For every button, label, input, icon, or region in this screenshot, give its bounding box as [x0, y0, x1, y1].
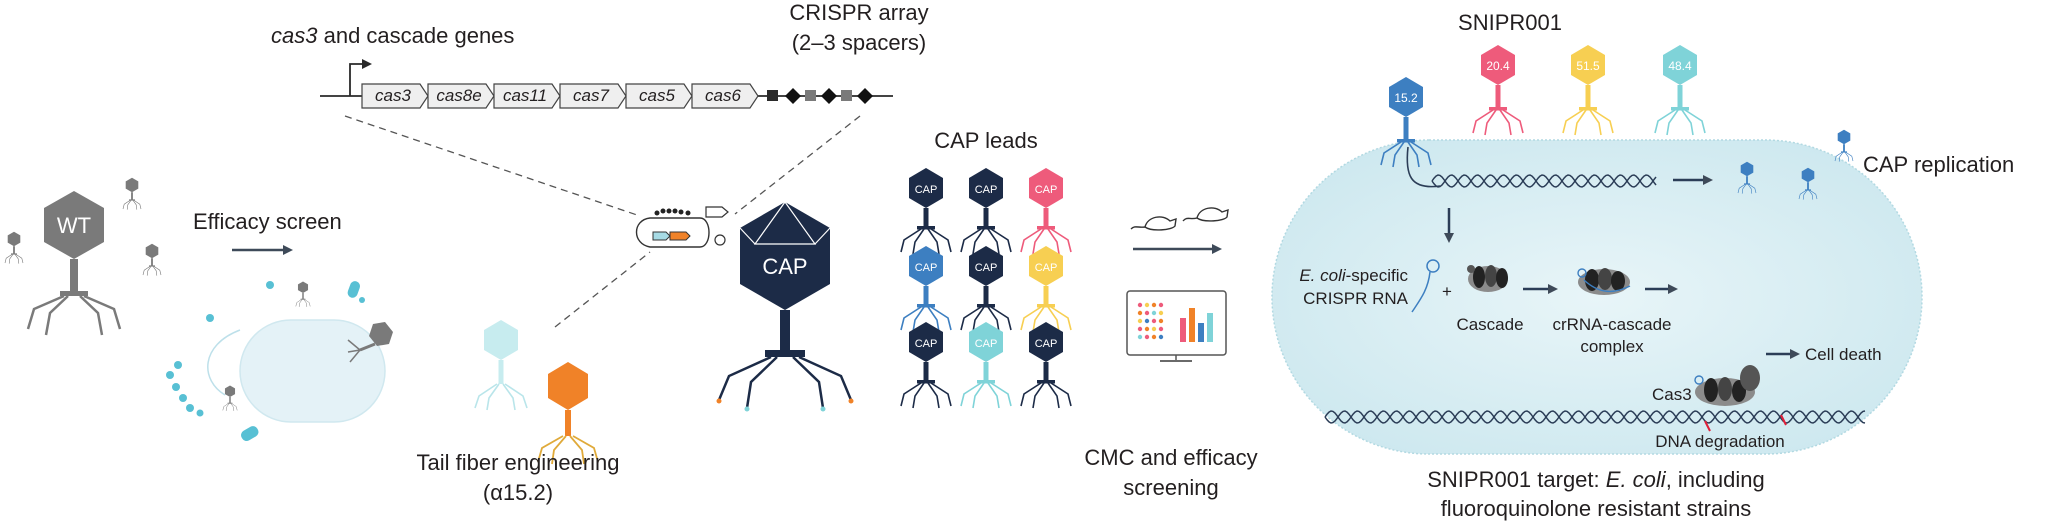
host-dna-wave-strand [1324, 410, 1866, 424]
cap-lead-phage: CAP [1020, 322, 1072, 409]
tail-fiber-subtitle: (α15.2) [483, 480, 553, 505]
cmc-subtitle: screening [1123, 475, 1218, 500]
cascade-icon [1467, 265, 1508, 292]
gene-box-cas6: cas6 [691, 83, 759, 109]
snipr-title: SNIPR001 [1458, 10, 1562, 35]
crispr-array-subtitle: (2–3 spacers) [792, 30, 927, 55]
snipr-phage-label: 20.4 [1486, 59, 1510, 73]
plus-sign: + [1442, 282, 1452, 301]
small-phage-icon [4, 231, 24, 264]
cap-lead-label: CAP [1035, 184, 1058, 196]
wt-phage: WT [26, 191, 122, 336]
plasmid [635, 206, 729, 248]
cap-replication-label: CAP replication [1863, 152, 2014, 177]
cap-lead-phage: CAP [1020, 168, 1072, 255]
gene-label: cas8e [436, 86, 481, 105]
wt-label: WT [57, 213, 91, 238]
connector-lines [344, 115, 861, 328]
complex-line1: crRNA-cascade [1552, 315, 1671, 334]
crrna-cascade-complex-icon [1577, 268, 1631, 295]
attached-phage-icon [347, 322, 393, 363]
cascade-label: Cascade [1456, 315, 1523, 334]
cap-lead-label: CAP [1035, 262, 1058, 274]
gene-cassette: cas3 cas8e cas11 cas7 cas5 cas6 [361, 83, 759, 109]
crrna-icon [1411, 259, 1440, 313]
small-phage-icon [222, 385, 238, 412]
cap-lead-label: CAP [915, 338, 938, 350]
snipr-phage-15.2: 15.2 [1380, 77, 1432, 168]
gene-box-cas7: cas7 [559, 83, 627, 109]
crrna-line1: E. coli-specific [1299, 266, 1408, 285]
cas3-label: Cas3 [1652, 385, 1692, 404]
teal-phage-icon [474, 320, 528, 411]
tail-fiber-title: Tail fiber engineering [416, 450, 619, 475]
host-dna-wave [1324, 410, 1866, 424]
snipr-phage-set: 15.2 20.4 51.5 48.4 [1380, 45, 1706, 168]
cap-lead-phage: CAP [1020, 246, 1072, 333]
cap-lead-label: CAP [975, 262, 998, 274]
gene-box-cas5: cas5 [625, 83, 693, 109]
gene-label: cas11 [503, 86, 547, 105]
cmc-title: CMC and efficacy [1084, 445, 1257, 470]
monitor-icon [1126, 290, 1227, 362]
cell-death-label: Cell death [1805, 345, 1882, 364]
gene-label: cas3 [375, 86, 411, 105]
cap-lead-phage: CAP [900, 322, 952, 409]
phage-dna-wave-strand [1431, 174, 1657, 188]
small-phage-icon [142, 243, 162, 276]
cap-leads-grid: CAP CAP CAP CAP CAP CAP CAP CAP CAP [900, 168, 1072, 409]
small-phage-icon [122, 177, 142, 210]
snipr-phage-label: 15.2 [1394, 91, 1418, 105]
cap-lead-label: CAP [975, 184, 998, 196]
gene-label: cas5 [639, 86, 675, 105]
cap-lead-phage: CAP [900, 246, 952, 333]
complex-line2: complex [1580, 337, 1644, 356]
debris-particles [166, 281, 365, 441]
injected-dna [1406, 146, 1441, 188]
small-phage-icon [295, 281, 311, 308]
genes-title: cas3 and cascade genes [271, 23, 514, 48]
snipr-phage-20.4: 20.4 [1472, 45, 1524, 136]
target-line2: fluoroquinolone resistant strains [1441, 496, 1752, 521]
cap-lead-phage: CAP [960, 322, 1012, 409]
cap-lead-phage: CAP [960, 168, 1012, 255]
cap-lead-label: CAP [1035, 338, 1058, 350]
promoter-arrow-icon [349, 63, 364, 96]
gene-box-cas11: cas11 [493, 83, 561, 109]
crrna-line2: CRISPR RNA [1303, 289, 1409, 308]
dna-cleavage-marks [1704, 414, 1787, 432]
progeny-phage-icon [1834, 129, 1854, 162]
cap-lead-label: CAP [915, 262, 938, 274]
cap-center-label: CAP [762, 254, 807, 279]
cap-lead-phage: CAP [900, 168, 952, 255]
gene-box-cas8e: cas8e [427, 83, 495, 109]
cap-leads-title: CAP leads [934, 128, 1038, 153]
dna-degradation-label: DNA degradation [1655, 432, 1784, 451]
orange-phage-icon [537, 362, 599, 465]
gene-label: cas7 [573, 86, 609, 105]
phage-dna-wave [1431, 174, 1657, 188]
crispr-array-title: CRISPR array [789, 0, 928, 25]
gene-label: cas6 [705, 86, 741, 105]
cap-phage-center: CAP [716, 200, 854, 412]
snipr-phage-label: 48.4 [1668, 59, 1692, 73]
crispr-array [767, 88, 873, 104]
efficacy-screen-label: Efficacy screen [193, 209, 342, 234]
snipr-phage-48.4: 48.4 [1654, 45, 1706, 136]
cap-lead-label: CAP [975, 338, 998, 350]
snipr-phage-51.5: 51.5 [1562, 45, 1614, 136]
mice-icon [1130, 207, 1229, 231]
snipr-phage-label: 51.5 [1576, 59, 1600, 73]
cap-lead-phage: CAP [960, 246, 1012, 333]
target-line1: SNIPR001 target: E. coli, including [1427, 467, 1765, 492]
gene-box-cas3: cas3 [361, 83, 429, 109]
bacterium-cell [207, 319, 386, 423]
cap-lead-label: CAP [915, 184, 938, 196]
cas3-complex-icon [1694, 365, 1760, 406]
